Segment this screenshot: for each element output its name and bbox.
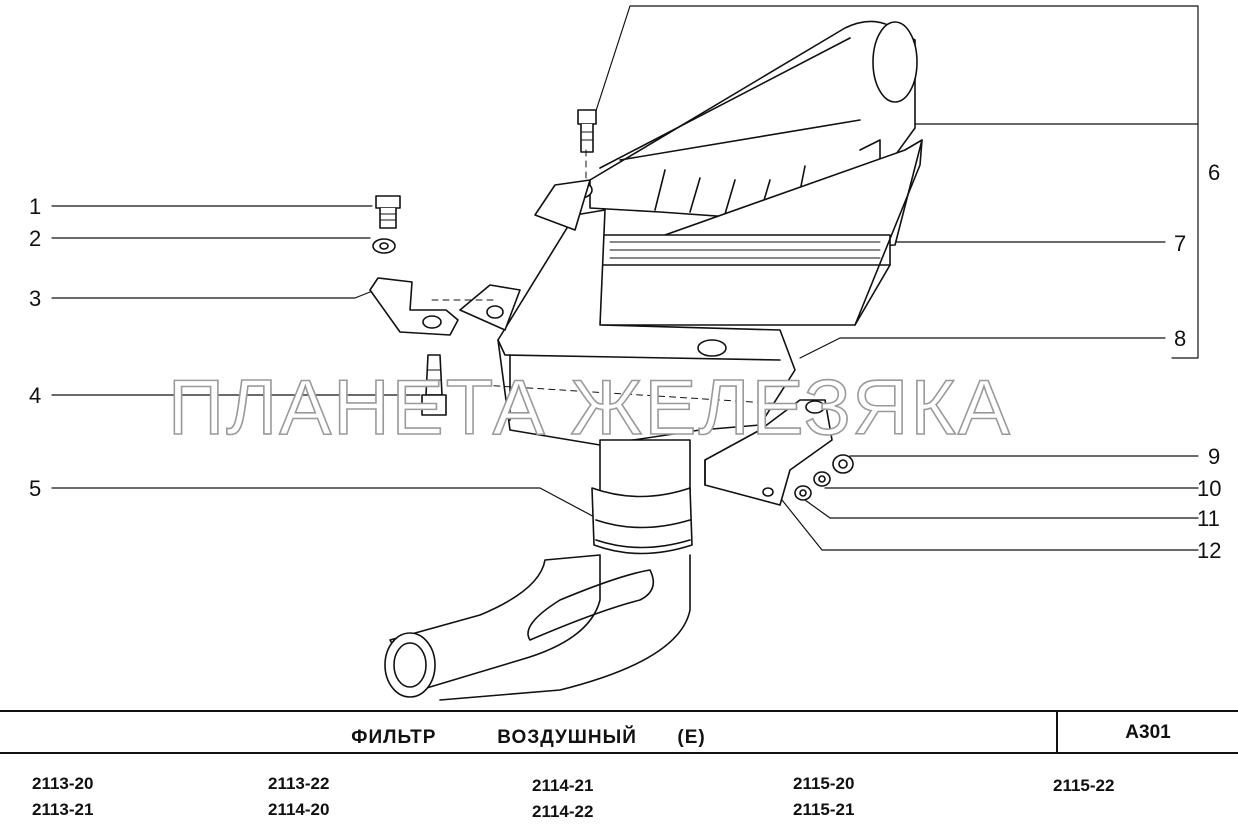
model-list: 2113-20 2113-21 2113-22 2114-20 2114-21 … [0, 770, 1238, 824]
assembly-lines [431, 149, 801, 406]
callout-12: 12 [1197, 538, 1221, 563]
callout-5: 5 [29, 476, 41, 501]
intake-hose [384, 439, 693, 701]
model-code: 2115-22 [1053, 776, 1115, 795]
model-code: 2113-22 [268, 774, 330, 793]
stud-sensor [421, 354, 447, 416]
callout-7: 7 [1174, 231, 1186, 256]
callout-8: 8 [1174, 326, 1186, 351]
diagram-code: А301 [1125, 722, 1171, 743]
cover-bolt [577, 109, 597, 153]
model-code: 2114-22 [532, 802, 594, 821]
leader-lines [51, 5, 1199, 551]
flat-washer [794, 485, 812, 501]
callout-10: 10 [1197, 476, 1221, 501]
callout-9: 9 [1208, 444, 1220, 469]
title-divider [1056, 712, 1058, 752]
bolt [375, 195, 401, 229]
model-code: 2113-20 [32, 774, 94, 793]
filter-element [594, 139, 923, 326]
model-code: 2115-20 [793, 774, 855, 793]
diagram-title: ФИЛЬТР ВОЗДУШНЫЙ (Е) [351, 727, 706, 748]
callout-2: 2 [29, 226, 41, 251]
washer-top [372, 238, 396, 254]
callout-3: 3 [29, 286, 41, 311]
callout-11: 11 [1197, 506, 1220, 531]
spring-washer [813, 471, 831, 487]
mounting-bracket [369, 277, 459, 336]
callout-1: 1 [29, 194, 41, 219]
model-code: 2114-21 [532, 776, 594, 795]
callout-4: 4 [29, 383, 41, 408]
support-bracket [704, 399, 833, 506]
filter-housing [459, 179, 796, 446]
title-bar: ФИЛЬТР ВОЗДУШНЫЙ (Е) А301 [0, 710, 1238, 754]
nut [832, 454, 854, 474]
callout-6: 6 [1208, 160, 1220, 185]
model-code: 2115-21 [793, 800, 855, 819]
air-filter-exploded-diagram: 1 2 3 4 5 6 7 8 9 10 11 12 [29, 5, 1221, 701]
model-code: 2114-20 [268, 800, 330, 819]
model-code: 2113-21 [32, 800, 94, 819]
